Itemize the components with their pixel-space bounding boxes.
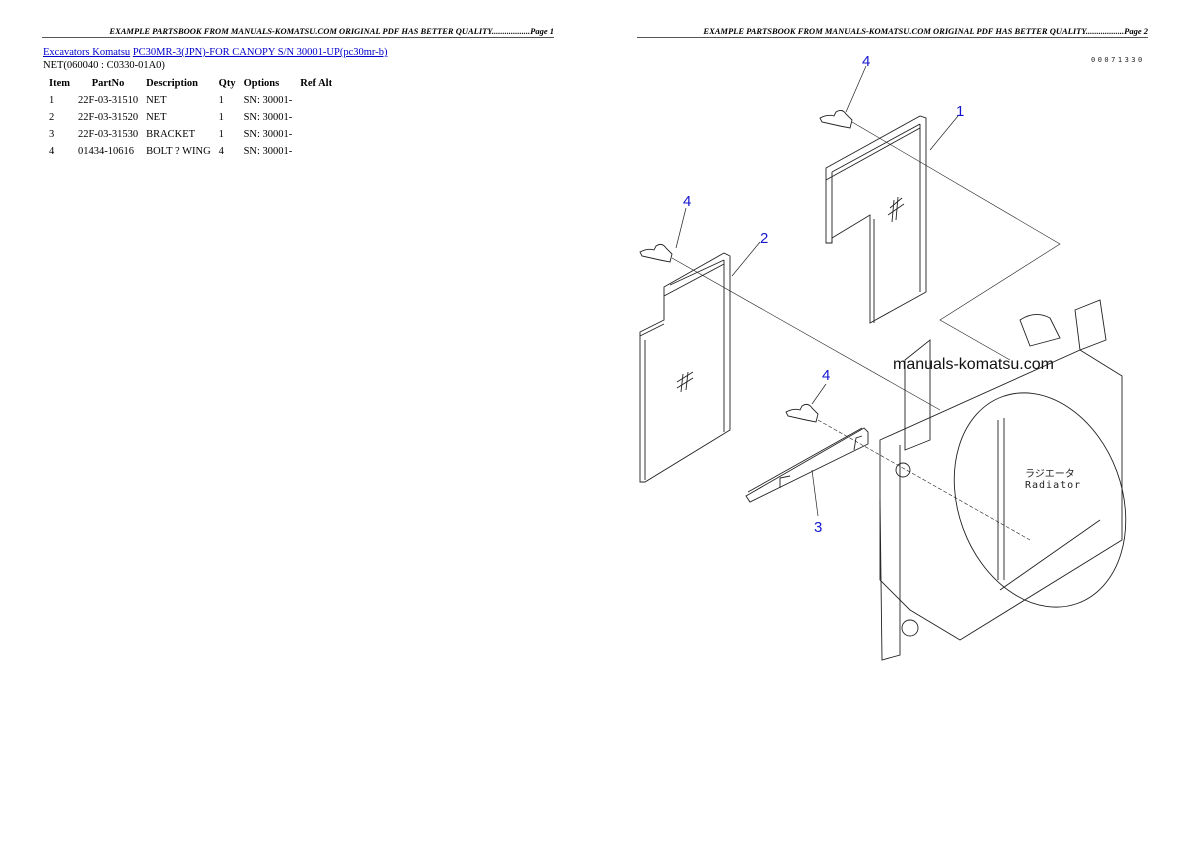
cell-ref-alt bbox=[296, 91, 336, 108]
drawing-id: 00071330 bbox=[1091, 56, 1145, 64]
col-ref-alt: Ref Alt bbox=[300, 78, 333, 89]
cell-qty: 4 bbox=[218, 145, 224, 157]
radiator-label-en: Radiator bbox=[1025, 480, 1081, 491]
cell-options: SN: 30001- bbox=[243, 94, 293, 106]
cell-partno: 22F-03-31510 bbox=[78, 94, 139, 106]
callout-leaders bbox=[675, 65, 959, 517]
cell-partno: 22F-03-31530 bbox=[78, 128, 139, 140]
table-row: 4 01434-10616 BOLT ? WING 4 SN: 30001- bbox=[45, 142, 336, 159]
cell-ref-alt bbox=[296, 108, 336, 125]
cell-ref-alt bbox=[296, 142, 336, 159]
cell-item: 1 bbox=[49, 94, 55, 106]
cell-description: NET bbox=[146, 94, 167, 106]
table-row: 3 22F-03-31530 BRACKET 1 SN: 30001- bbox=[45, 125, 336, 142]
cell-qty: 1 bbox=[218, 94, 224, 106]
cell-partno: 22F-03-31520 bbox=[78, 111, 139, 123]
cell-item: 4 bbox=[49, 145, 55, 157]
col-item: Item bbox=[49, 78, 70, 89]
page-1-header: EXAMPLE PARTSBOOK FROM MANUALS-KOMATSU.C… bbox=[42, 26, 554, 38]
col-partno: PartNo bbox=[91, 78, 125, 89]
breadcrumb-link-model[interactable]: PC30MR-3(JPN)-FOR CANOPY S/N 30001-UP(pc… bbox=[132, 47, 388, 58]
callout-4c: 4 bbox=[822, 367, 830, 384]
breadcrumb-link-category[interactable]: Excavators Komatsu bbox=[43, 47, 131, 58]
table-header-row: Item PartNo Description Qty Options Ref … bbox=[45, 76, 336, 91]
callout-4a: 4 bbox=[862, 53, 870, 70]
callout-3: 3 bbox=[814, 519, 822, 536]
page-2-header: EXAMPLE PARTSBOOK FROM MANUALS-KOMATSU.C… bbox=[637, 26, 1148, 38]
cell-description: BOLT ? WING bbox=[146, 145, 211, 157]
cell-qty: 1 bbox=[218, 111, 224, 123]
cell-description: NET bbox=[146, 111, 167, 123]
radiator-label-jp: ラジエータ bbox=[1025, 468, 1075, 480]
section-title: NET(060040 : C0330-01A0) bbox=[43, 60, 165, 71]
col-description: Description bbox=[146, 78, 199, 89]
parts-table: Item PartNo Description Qty Options Ref … bbox=[45, 76, 336, 159]
cell-ref-alt bbox=[296, 125, 336, 142]
cell-item: 2 bbox=[49, 111, 55, 123]
net-part-2 bbox=[639, 252, 731, 483]
cell-item: 3 bbox=[49, 128, 55, 140]
cell-qty: 1 bbox=[218, 128, 224, 140]
exploded-parts-diagram: 4 1 4 2 4 3 manuals-komatsu.com ラジエータ Ra… bbox=[639, 53, 1127, 661]
callout-4b: 4 bbox=[683, 193, 691, 210]
net-part-1 bbox=[825, 115, 927, 324]
cell-options: SN: 30001- bbox=[243, 111, 293, 123]
callout-1: 1 bbox=[956, 103, 964, 120]
col-qty: Qty bbox=[218, 78, 236, 89]
table-row: 2 22F-03-31520 NET 1 SN: 30001- bbox=[45, 108, 336, 125]
table-row: 1 22F-03-31510 NET 1 SN: 30001- bbox=[45, 91, 336, 108]
cell-options: SN: 30001- bbox=[243, 128, 293, 140]
cell-description: BRACKET bbox=[146, 128, 196, 140]
cell-partno: 01434-10616 bbox=[78, 145, 134, 157]
cell-options: SN: 30001- bbox=[243, 145, 293, 157]
bracket-part-3 bbox=[745, 427, 869, 503]
callout-2: 2 bbox=[760, 230, 768, 247]
radiator-assembly bbox=[879, 299, 1127, 661]
breadcrumb: Excavators Komatsu PC30MR-3(JPN)-FOR CAN… bbox=[43, 46, 387, 59]
wing-bolts bbox=[639, 109, 853, 423]
watermark: manuals-komatsu.com bbox=[893, 356, 1054, 373]
col-options: Options bbox=[243, 78, 280, 89]
